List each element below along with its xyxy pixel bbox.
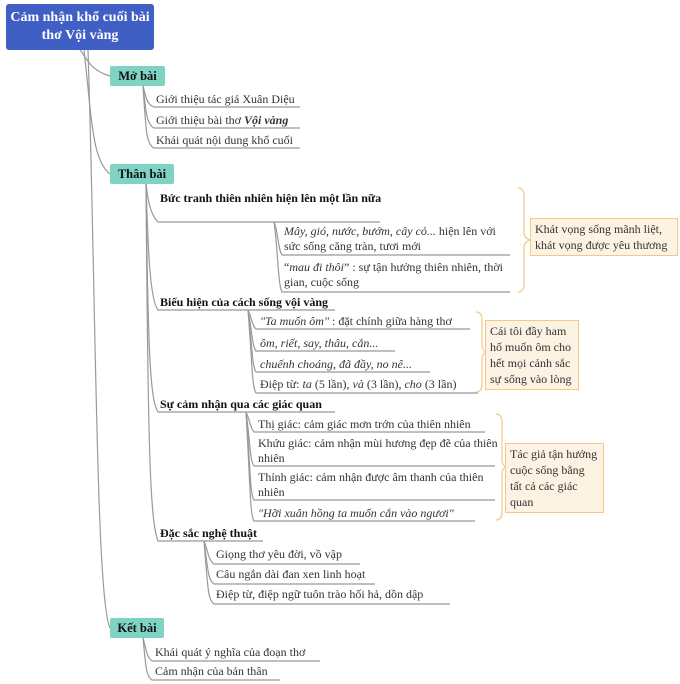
item-text: “ [284,260,290,274]
item-text: (5 lần), [311,377,353,391]
list-item[interactable]: chuếnh choáng, đã đầy, no nê... [260,357,412,372]
item-text: : đặt chính giữa hàng thơ [328,314,452,328]
item-text: ” : sự tận hưởng thiên nhiên, thời gian,… [284,260,504,289]
list-item[interactable]: "Ta muốn ôm" : đặt chính giữa hàng thơ [260,314,452,329]
list-item[interactable]: Khái quát nội dung khổ cuối [156,133,293,147]
list-item[interactable]: Khứu giác: cảm nhận mùi hương đẹp đẽ của… [258,436,498,465]
section-mo-bai[interactable]: Mở bài [110,66,165,86]
list-item[interactable]: Giới thiệu bài thơ Vội vàng [156,113,288,128]
branch-buc-tranh[interactable]: Bức tranh thiên nhiên hiện lên một lần n… [160,191,382,205]
root-title: Cảm nhận khổ cuối bài thơ Vội vàng [10,10,150,43]
item-emphasis: Mây, gió, nước, bướm, cây cỏ... [284,224,436,238]
item-emphasis: ta [302,377,312,391]
branch-giac-quan[interactable]: Sự cảm nhận qua các giác quan [160,397,322,411]
item-text: hiện lên với sức sống căng tràn, tươi mớ… [284,224,496,253]
list-item[interactable]: Thính giác: cảm nhận được âm thanh của t… [258,470,484,499]
item-text: (3 lần), [363,377,405,391]
item-emphasis: và [352,377,364,391]
item-emphasis: "Hỡi xuân hồng ta muốn cắn vào ngươi" [258,506,454,520]
item-emphasis: ôm, riết, say, thâu, cắn... [260,336,379,350]
list-item[interactable]: Giới thiệu tác giả Xuân Diệu [156,92,295,106]
list-item[interactable]: ôm, riết, say, thâu, cắn... [260,336,378,351]
callout-tan-huong[interactable]: Tác giả tận hưởng cuộc sống bằng tất cả … [505,443,604,513]
list-item[interactable]: Thị giác: cảm giác mơn trớn của thiên nh… [258,417,471,431]
item-text: (3 lần) [421,377,457,391]
root-topic[interactable]: Cảm nhận khổ cuối bài thơ Vội vàng [6,4,154,50]
branch-bieu-hien[interactable]: Biểu hiện của cách sống vội vàng [160,295,329,309]
section-ket-bai[interactable]: Kết bài [110,618,164,638]
list-item[interactable]: Mây, gió, nước, bướm, cây cỏ... hiện lên… [284,224,514,254]
item-emphasis: Vội vàng [244,113,289,127]
item-emphasis: "Ta muốn ôm" [260,314,329,328]
branch-nghe-thuat[interactable]: Đặc sắc nghệ thuật [160,526,258,540]
item-emphasis: cho [404,377,422,391]
list-item[interactable]: Cảm nhận của bản thân [155,664,268,678]
list-item[interactable]: Câu ngắn dài đan xen linh hoạt [216,567,366,581]
list-item[interactable]: “mau đi thôi” : sự tận hưởng thiên nhiên… [284,260,514,290]
list-item[interactable]: Điệp từ, điệp ngữ tuôn trào hối hả, dồn … [216,587,424,601]
callout-khat-vong[interactable]: Khát vọng sống mãnh liệt, khát vọng được… [530,218,678,256]
callout-cai-toi[interactable]: Cái tôi đầy ham hố muốn ôm cho hết mọi c… [485,320,579,390]
item-emphasis: mau đi thôi [289,260,344,274]
list-item[interactable]: Khái quát ý nghĩa của đoạn thơ [155,645,306,659]
item-text: Giới thiệu bài thơ [156,113,245,127]
list-item[interactable]: Giọng thơ yêu đời, vồ vập [216,547,343,561]
list-item[interactable]: Điệp từ: ta (5 lần), và (3 lần), cho (3 … [260,377,456,392]
section-than-bai[interactable]: Thân bài [110,164,174,184]
item-emphasis: chuếnh choáng, đã đầy, no nê... [260,357,412,371]
list-item[interactable]: "Hỡi xuân hồng ta muốn cắn vào ngươi" [258,506,454,521]
item-text: Điệp từ: [260,377,303,391]
